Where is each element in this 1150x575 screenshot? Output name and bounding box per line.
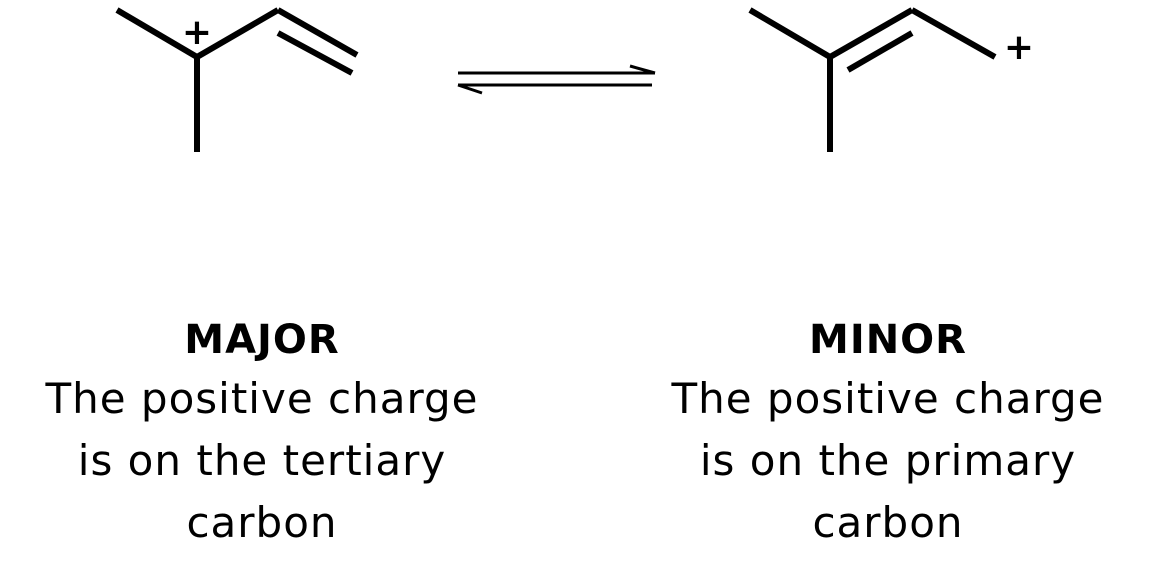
- major-description-line-1: The positive charge: [45, 374, 479, 423]
- minor-description-line-2: is on the primary: [699, 436, 1077, 485]
- major-caption: MAJOR The positive charge is on the tert…: [22, 312, 502, 554]
- reverse-arrow-head: [457, 83, 483, 95]
- major-label: MAJOR: [184, 317, 340, 363]
- bond-vinyl-inner: [276, 30, 354, 76]
- minor-description-line-3: carbon: [812, 498, 964, 547]
- major-description-line-3: carbon: [186, 498, 338, 547]
- bond-vinyl-outer: [276, 7, 359, 58]
- bond-double-inner: [846, 30, 914, 73]
- bond-methyl-upper: [115, 7, 199, 60]
- minor-label: MINOR: [809, 317, 967, 363]
- minor-caption: MINOR The positive charge is on the prim…: [648, 312, 1128, 554]
- forward-arrow-head: [629, 64, 656, 75]
- bond-methyl-upper: [748, 7, 832, 60]
- major-structure: [115, 7, 359, 152]
- bond-double-outer: [828, 7, 914, 60]
- bond-to-cation: [910, 7, 997, 60]
- tertiary-charge-symbol: +: [182, 12, 212, 53]
- major-description-line-2: is on the tertiary: [77, 436, 447, 485]
- primary-charge-symbol: +: [1004, 27, 1034, 68]
- bond-to-vinyl: [195, 7, 280, 60]
- equilibrium-arrows: [457, 64, 656, 95]
- minor-description-line-1: The positive charge: [671, 374, 1105, 423]
- minor-structure: [748, 7, 997, 152]
